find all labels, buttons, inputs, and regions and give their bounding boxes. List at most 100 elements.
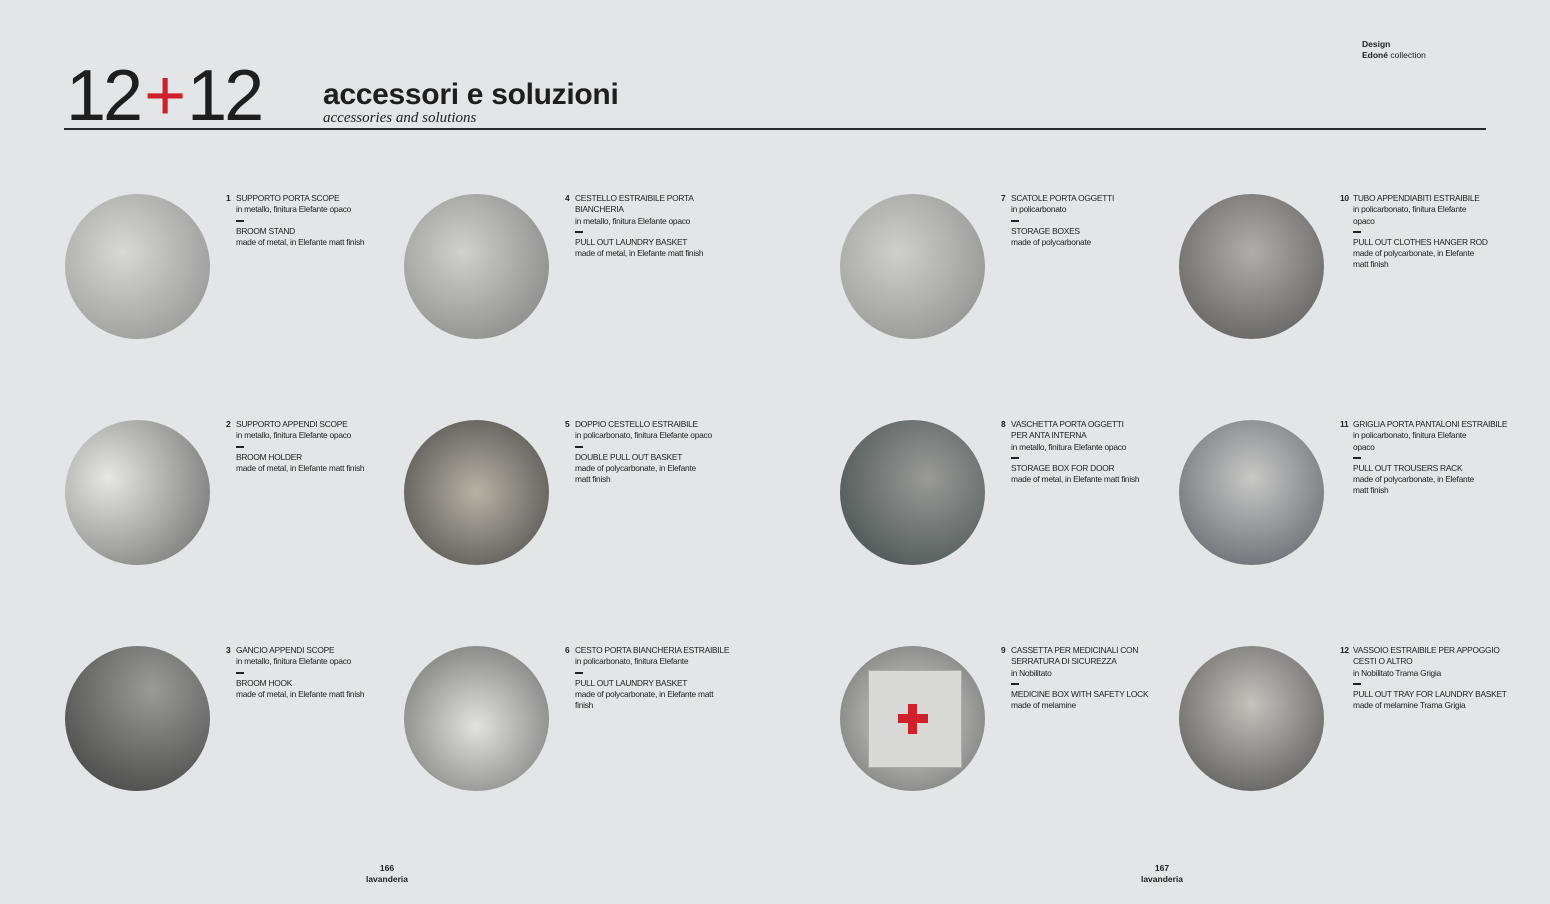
italian-description: in policarbonato, finitura Elefante opac… <box>575 430 712 441</box>
heading-number-left: 12 <box>66 56 143 136</box>
italian-description: opaco <box>1353 441 1375 452</box>
italian-description: in metallo, finitura Elefante opaco <box>236 430 352 441</box>
italian-title: SUPPORTO PORTA SCOPE <box>236 193 340 203</box>
italian-title: BIANCHERIA <box>575 204 624 215</box>
separator-dash <box>575 230 583 233</box>
separator-dash <box>1011 219 1019 222</box>
separator-dash <box>1353 682 1361 685</box>
heading-plus: + <box>144 56 186 136</box>
red-cross-icon-bar <box>898 714 928 723</box>
italian-description: in policarbonato, finitura Elefante <box>575 656 689 667</box>
english-title: DOUBLE PULL OUT BASKET <box>575 451 683 462</box>
item-number: 8 <box>1001 419 1006 429</box>
italian-title: DOPPIO CESTELLO ESTRAIBILE <box>575 419 698 429</box>
italian-description: in Nobilitato Trama Grigia <box>1353 667 1441 678</box>
italian-description: opaco <box>1353 215 1375 226</box>
accessory-photo <box>840 646 985 791</box>
heading-number-right: 12 <box>187 56 264 136</box>
english-title: PULL OUT LAUNDRY BASKET <box>575 677 688 688</box>
separator-dash <box>236 671 244 674</box>
accessory-photo <box>1179 420 1324 565</box>
italian-title: SCATOLE PORTA OGGETTI <box>1011 193 1115 203</box>
english-description: made of polycarbonate, in Elefante <box>1353 248 1474 259</box>
english-description: made of metal, in Elefante matt finish <box>575 248 704 259</box>
item-number: 7 <box>1001 193 1006 203</box>
english-title: BROOM STAND <box>236 225 295 236</box>
english-description: made of polycarbonate, in Elefante <box>1353 474 1474 485</box>
separator-dash <box>1353 456 1361 459</box>
page-number-heading: 12+12 <box>66 56 264 136</box>
english-description: made of metal, in Elefante matt finish <box>236 236 365 247</box>
english-title: MEDICINE BOX WITH SAFETY LOCK <box>1011 688 1149 699</box>
english-description: made of polycarbonate, in Elefante <box>575 462 696 473</box>
separator-dash <box>575 445 583 448</box>
italian-title: CESTI O ALTRO <box>1353 656 1413 667</box>
english-title: STORAGE BOXES <box>1011 225 1080 236</box>
item-number: 1 <box>226 193 231 203</box>
accessory-photo <box>404 194 549 339</box>
italian-title: PER ANTA INTERNA <box>1011 430 1087 441</box>
footer-left: 166 lavanderia <box>347 863 427 885</box>
italian-description: in metallo, finitura Elefante opaco <box>236 656 352 667</box>
english-title: STORAGE BOX FOR DOOR <box>1011 462 1115 473</box>
english-description: matt finish <box>575 474 611 485</box>
italian-title: TUBO APPENDIABITI ESTRAIBILE <box>1353 193 1480 203</box>
brand-suffix: collection <box>1390 50 1426 60</box>
italian-title: SUPPORTO APPENDI SCOPE <box>236 419 348 429</box>
page-title: accessori e soluzioni <box>323 78 619 111</box>
accessory-photo <box>404 420 549 565</box>
header-divider <box>64 128 1486 130</box>
accessory-photo <box>65 194 210 339</box>
separator-dash <box>1011 682 1019 685</box>
item-number: 6 <box>565 645 570 655</box>
section-name-right: lavanderia <box>1140 874 1184 884</box>
italian-description: in metallo, finitura Elefante opaco <box>1011 441 1127 452</box>
italian-description: in Nobilitato <box>1011 667 1052 678</box>
english-description: made of metal, in Elefante matt finish <box>236 462 365 473</box>
english-description: matt finish <box>1353 485 1389 496</box>
italian-description: in metallo, finitura Elefante opaco <box>575 215 691 226</box>
english-description: made of melamine <box>1011 700 1076 711</box>
english-title: PULL OUT TRAY FOR LAUNDRY BASKET <box>1353 688 1507 699</box>
accessory-photo <box>65 646 210 791</box>
accessory-photo <box>840 194 985 339</box>
item-number: 5 <box>565 419 570 429</box>
separator-dash <box>1011 456 1019 459</box>
item-number: 12 <box>1340 645 1349 655</box>
separator-dash <box>236 445 244 448</box>
english-description: made of metal, in Elefante matt finish <box>236 688 365 699</box>
english-title: BROOM HOOK <box>236 677 293 688</box>
italian-description: in metallo, finitura Elefante opaco <box>236 204 352 215</box>
italian-description: in policarbonato, finitura Elefante <box>1353 204 1467 215</box>
english-description: made of polycarbonate, in Elefante matt <box>575 688 714 699</box>
item-number: 4 <box>565 193 570 203</box>
brand-label: Design <box>1362 39 1391 49</box>
footer-right: 167 lavanderia <box>1122 863 1202 885</box>
english-title: PULL OUT CLOTHES HANGER ROD <box>1353 236 1488 247</box>
brand-block: Design Edoné collection <box>1362 39 1426 61</box>
italian-title: GANCIO APPENDI SCOPE <box>236 645 335 655</box>
english-description: made of melamine Trama Grigia <box>1353 700 1466 711</box>
item-number: 3 <box>226 645 231 655</box>
english-description: made of polycarbonate <box>1011 236 1091 247</box>
accessory-photo <box>840 420 985 565</box>
italian-title: VASSOIO ESTRAIBILE PER APPOGGIO <box>1353 645 1500 655</box>
italian-title: SERRATURA DI SICUREZZA <box>1011 656 1117 667</box>
italian-title: VASCHETTA PORTA OGGETTI <box>1011 419 1124 429</box>
page-number-left: 166 <box>379 863 395 873</box>
english-description: made of metal, in Elefante matt finish <box>1011 474 1140 485</box>
english-title: BROOM HOLDER <box>236 451 302 462</box>
page-number-right: 167 <box>1154 863 1170 873</box>
italian-title: CASSETTA PER MEDICINALI CON <box>1011 645 1139 655</box>
english-description: finish <box>575 700 594 711</box>
english-title: PULL OUT LAUNDRY BASKET <box>575 236 688 247</box>
separator-dash <box>1353 230 1361 233</box>
item-number: 9 <box>1001 645 1006 655</box>
item-number: 10 <box>1340 193 1349 203</box>
english-description: matt finish <box>1353 259 1389 270</box>
english-title: PULL OUT TROUSERS RACK <box>1353 462 1463 473</box>
accessory-photo <box>65 420 210 565</box>
accessory-photo <box>1179 646 1324 791</box>
page-subtitle: accessories and solutions <box>323 110 477 126</box>
accessory-photo <box>1179 194 1324 339</box>
